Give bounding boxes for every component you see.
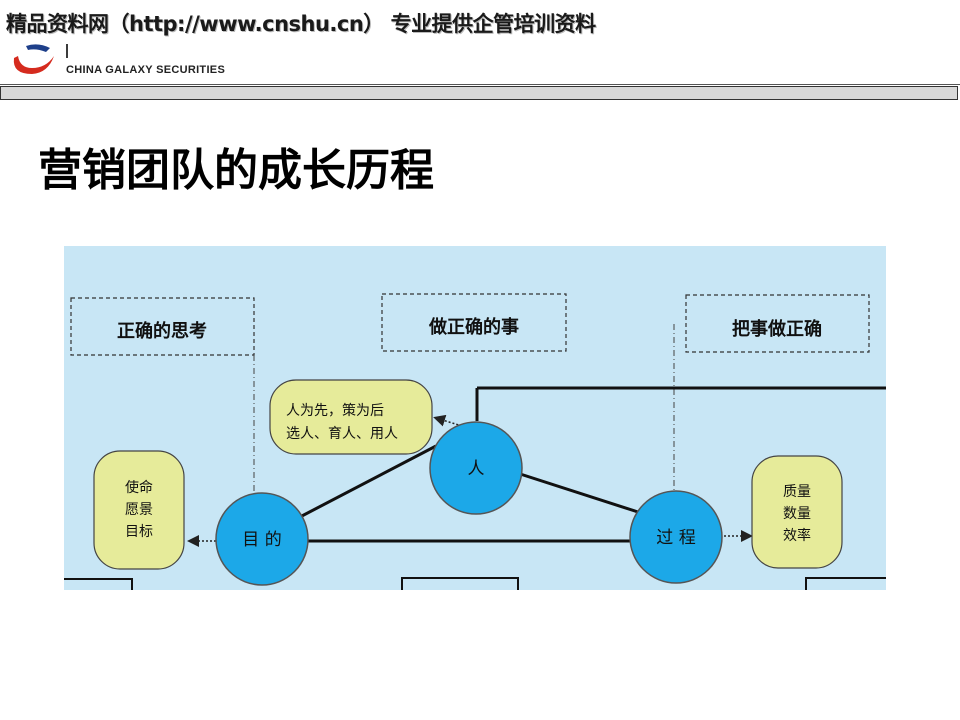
arrow-to-top-note — [433, 414, 463, 427]
logo-english-name: CHINA GALAXY SECURITIES — [66, 64, 226, 76]
box-left-label: 正确的思考 — [117, 320, 207, 342]
circle-person — [429, 421, 523, 515]
box-right-label: 把事做正确 — [732, 318, 822, 340]
circle-purpose-label: 目 的 — [242, 530, 281, 550]
bottom-box-left — [64, 578, 133, 590]
box-do-thing-right — [685, 294, 870, 353]
header-bar — [0, 86, 958, 100]
note-purpose-line3: 目标 — [125, 524, 153, 540]
note-person-line1: 人为先，策为后 — [286, 402, 384, 419]
circle-person-label: 人 — [468, 459, 485, 479]
line-person-process — [513, 470, 639, 514]
circle-process — [629, 490, 723, 584]
note-process-line3: 效率 — [783, 527, 811, 544]
box-correct-thinking — [70, 297, 255, 356]
slide-title: 营销团队的成长历程 — [38, 145, 434, 196]
note-process — [751, 455, 843, 569]
team-growth-diagram: 正确的思考 做正确的事 把事做正确 人为先，策为后 选人、育人、用人 使命 愿景… — [64, 246, 886, 590]
note-person — [269, 379, 433, 455]
watermark-text: 精品资料网（http://www.cnshu.cn） 专业提供企管培训资料 — [6, 12, 596, 36]
note-person-line2: 选人、育人、用人 — [286, 426, 398, 442]
note-process-line1: 质量 — [783, 484, 811, 500]
bottom-box-center — [401, 577, 519, 590]
circle-process-label: 过 程 — [656, 528, 695, 548]
box-do-right-thing — [381, 293, 567, 352]
line-person-purpose — [297, 444, 437, 520]
diagram-canvas: 正确的思考 做正确的事 把事做正确 人为先，策为后 选人、育人、用人 使命 愿景… — [64, 246, 886, 590]
note-process-line2: 数量 — [783, 506, 811, 522]
box-center-label: 做正确的事 — [428, 316, 519, 338]
note-purpose — [93, 450, 185, 570]
circle-purpose — [215, 492, 309, 586]
company-logo: CHINA GALAXY SECURITIES — [8, 40, 248, 80]
logo-swoosh-icon — [13, 44, 68, 74]
note-purpose-line1: 使命 — [125, 479, 153, 496]
header-divider — [0, 84, 960, 85]
note-purpose-line2: 愿景 — [125, 502, 153, 518]
bottom-box-right — [805, 577, 886, 590]
